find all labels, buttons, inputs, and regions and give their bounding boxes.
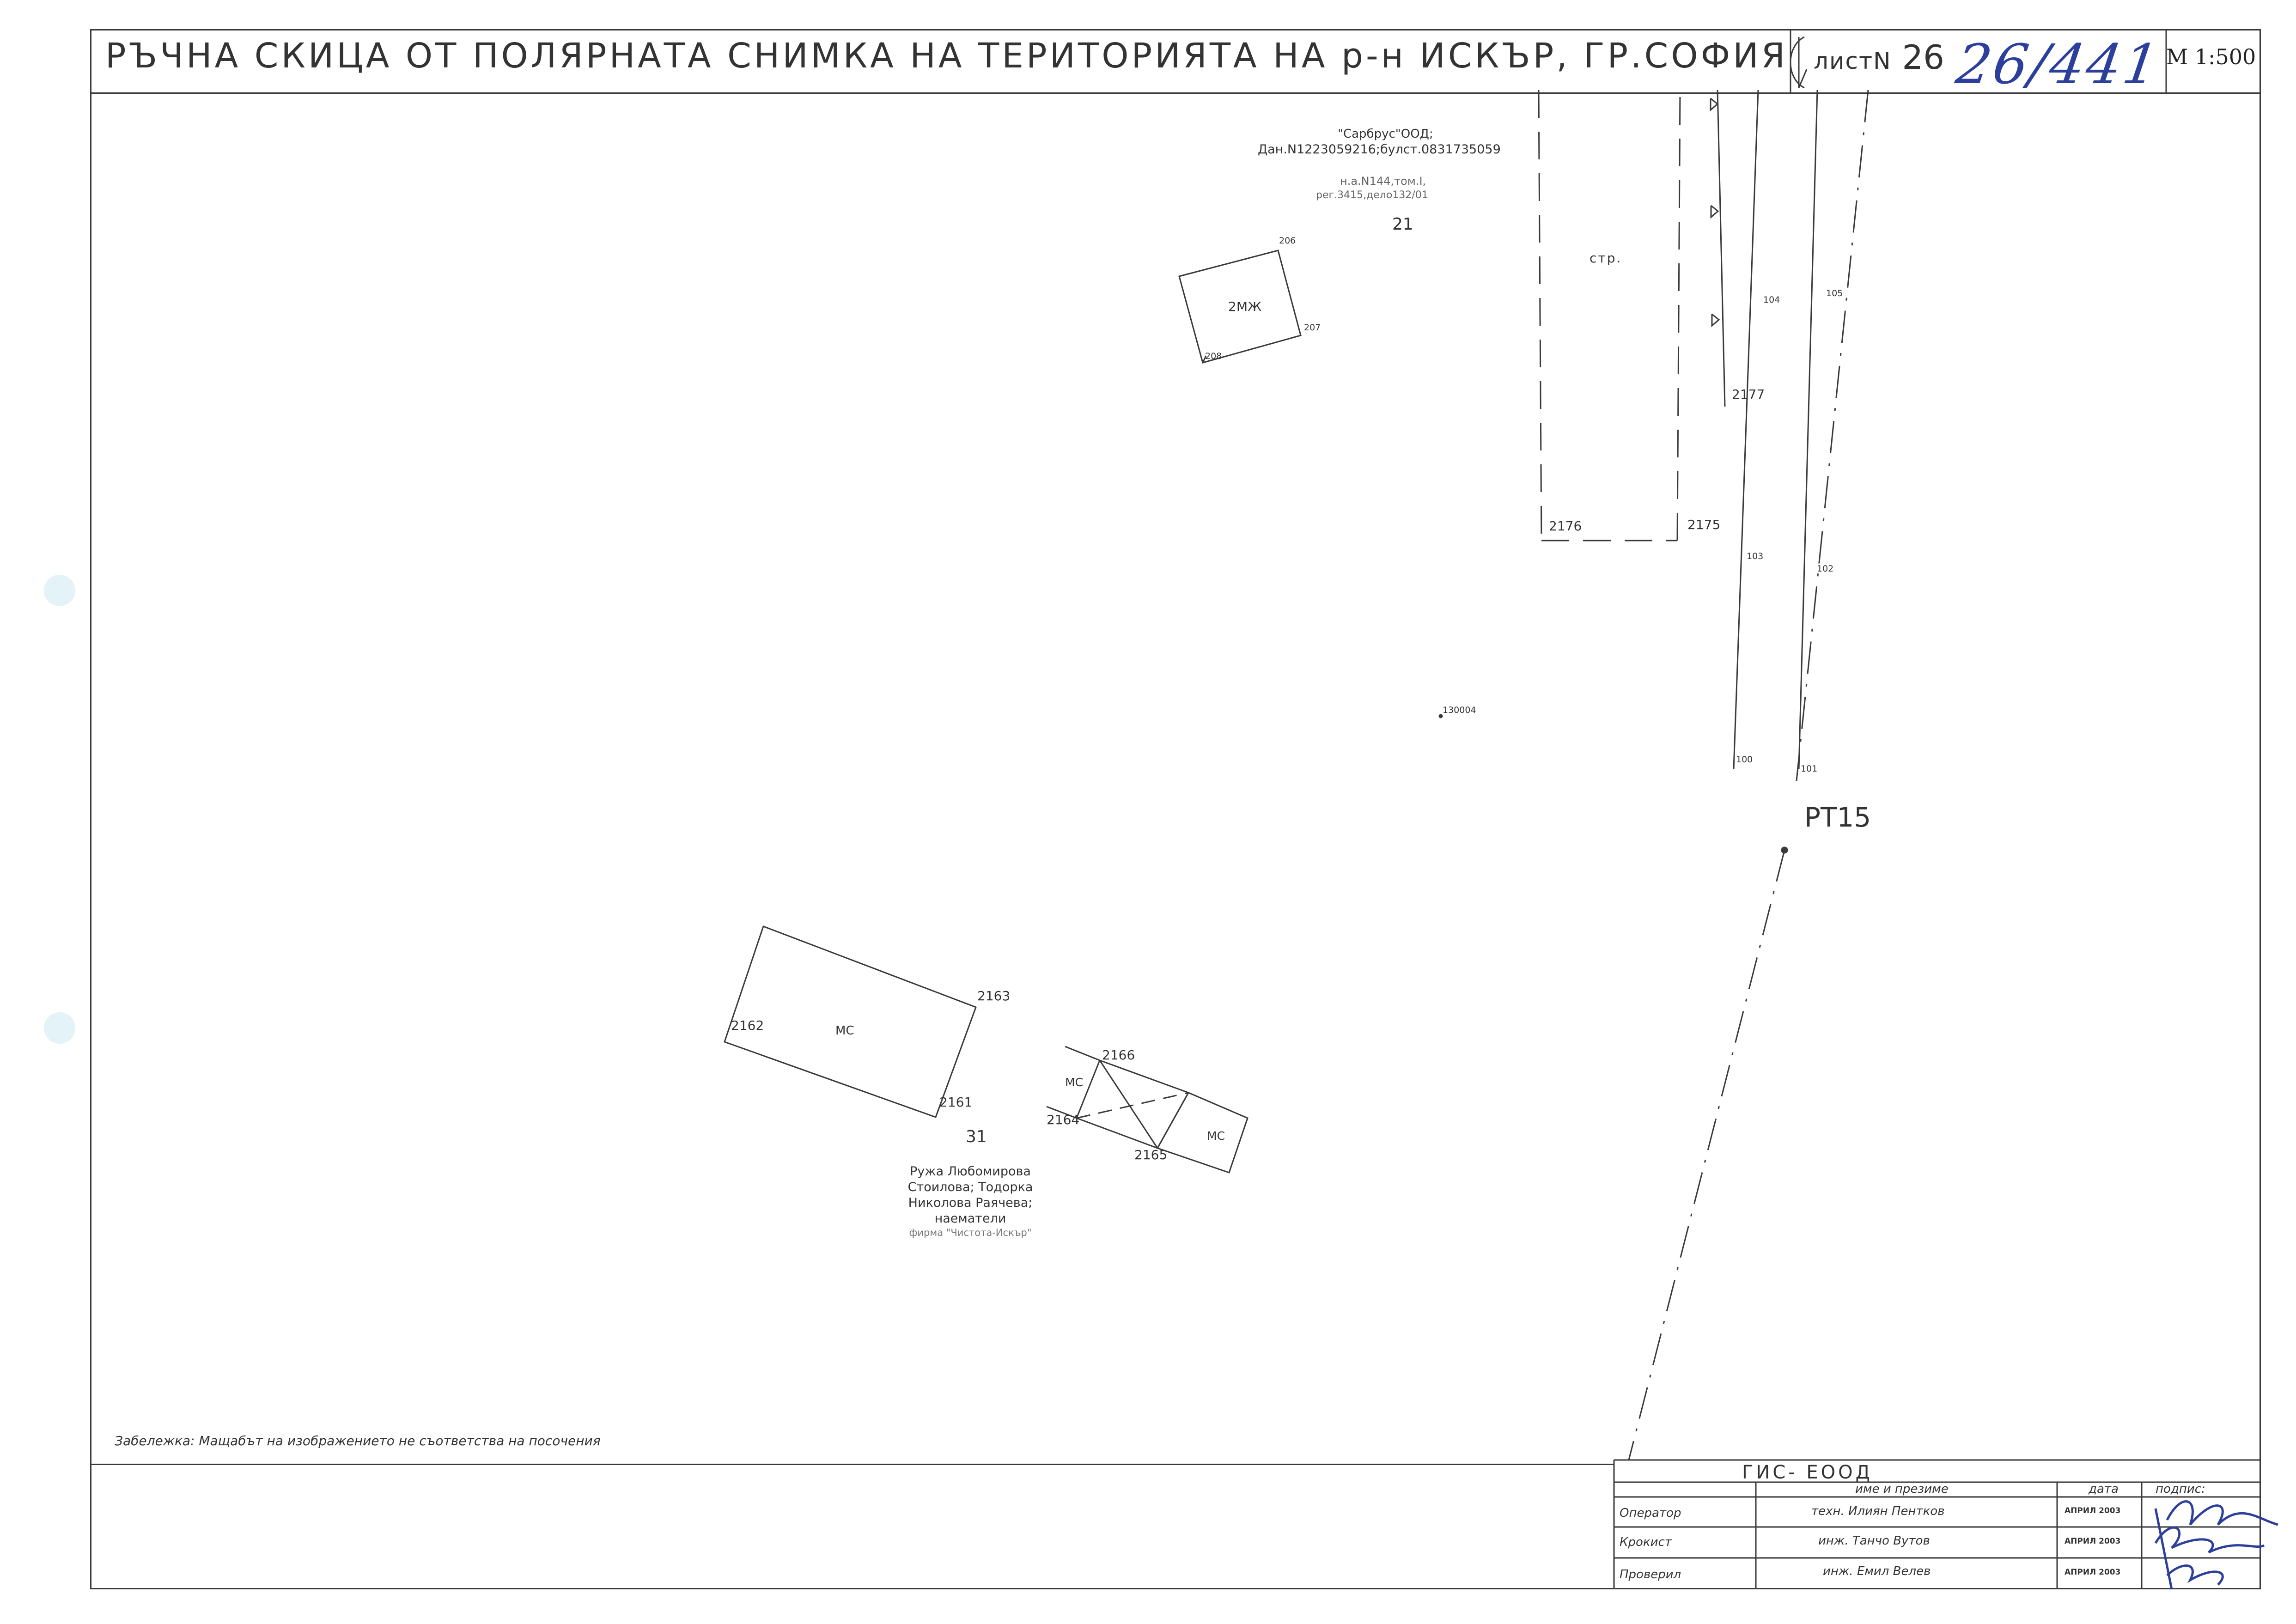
sheet-prefix: листN [1814,48,1892,74]
parcel-number-21: 21 [1392,215,1413,234]
title-bar [90,29,2261,94]
row-name-checker: инж. Емил Велев [1823,1564,1931,1578]
signature-scribbles [2154,1500,2278,1590]
point-2163: 2163 [977,988,1011,1004]
title-block-grid [1613,1459,2261,1589]
owner-line-1: "Сарбрус"ООД; [1338,127,1433,141]
arrow-mark [1710,97,1719,112]
building-label-str: стр. [1590,250,1622,266]
point-130004: 130004 [1443,705,1476,715]
north-arrow-icon [1790,36,1808,89]
building-label-mc-small-2: МС [1207,1129,1225,1143]
building-label-mc-small-1: МС [1065,1076,1084,1089]
point-2162: 2162 [731,1018,764,1033]
parcel-number-31: 31 [966,1127,987,1146]
boundary-line-104-100 [1733,90,1759,770]
owners-line-5: фирма "Чистота-Искър" [909,1227,1032,1238]
station-label-rt15: РТ15 [1804,802,1871,833]
row-role-operator: Оператор [1620,1506,1681,1520]
row-date-surveyor: АПРИЛ 2003 [2065,1537,2121,1546]
point-100: 100 [1736,754,1753,765]
point-2161: 2161 [939,1095,973,1110]
sheet-number: листN 26 [1814,38,1944,77]
building-str-dashed [1538,90,1681,541]
point-2175: 2175 [1687,517,1721,532]
column-header-date: дата [2089,1482,2119,1496]
building-mc-small-2 [1156,1092,1248,1174]
note-divider [90,1464,1614,1465]
building-mc-large [724,925,977,1118]
building-mc-small-1 [1076,1059,1190,1149]
point-2177: 2177 [1732,387,1765,402]
point-102: 102 [1817,564,1834,574]
survey-line [1628,90,1869,1460]
point-101: 101 [1801,764,1818,774]
row-role-surveyor: Крокист [1620,1535,1672,1549]
company-name: ГИС- ЕООД [1742,1462,1873,1483]
point-104: 104 [1763,295,1780,305]
column-header-signature: подпис: [2156,1482,2205,1496]
scale-note: Забележка: Мащабът на изображението не с… [115,1433,601,1448]
point-2165: 2165 [1134,1147,1168,1162]
owners-line-4: наематели [934,1211,1006,1226]
point-105: 105 [1826,288,1843,298]
boundary-line [1717,90,1726,407]
handwritten-sheet-number: 26/441 [1952,32,2164,96]
deed-line-2: рег.3415,дело132/01 [1316,189,1428,201]
sheet-number-value: 26 [1902,38,1944,77]
arrow-mark [1711,313,1720,328]
column-header-name: име и презиме [1855,1482,1949,1496]
owners-block: Ружа Любомирова Стоилова; Тодорка Николо… [906,1165,1035,1238]
sheet-title: РЪЧНА СКИЦА ОТ ПОЛЯРНАТА СНИМКА НА ТЕРИТ… [105,36,1788,76]
deed-line-1: н.а.N144,том.I, [1340,175,1426,188]
row-name-operator: техн. Илиян Пентков [1811,1504,1945,1518]
owners-line-3: Николова Раячева; [908,1196,1033,1210]
survey-point [1438,714,1443,718]
building-label-mc-large: МС [835,1024,854,1038]
row-date-operator: АПРИЛ 2003 [2065,1506,2121,1515]
point-207: 207 [1304,322,1321,333]
point-208: 208 [1205,351,1222,361]
owner-line-2: Дан.N1223059216;булст.0831735059 [1258,142,1501,157]
punch-hole [44,1012,75,1044]
row-date-checker: АПРИЛ 2003 [2065,1568,2121,1577]
row-role-checker: Проверил [1620,1568,1681,1581]
point-103: 103 [1747,551,1764,561]
station-point [1781,846,1788,854]
building-2mzh [1178,249,1302,364]
building-label-2mzh: 2МЖ [1228,299,1262,314]
point-2164: 2164 [1047,1112,1080,1127]
point-206: 206 [1279,236,1296,246]
boundary-line-102-101 [1798,90,1818,770]
row-name-surveyor: инж. Танчо Вутов [1818,1534,1930,1548]
punch-hole [44,575,75,606]
arrow-mark [1710,205,1719,219]
map-scale: М 1:500 [2166,44,2256,69]
point-2166: 2166 [1102,1047,1135,1063]
owners-line-2: Стоилова; Тодорка [907,1180,1033,1194]
point-2176: 2176 [1549,518,1582,534]
owners-line-1: Ружа Любомирова [910,1164,1031,1179]
